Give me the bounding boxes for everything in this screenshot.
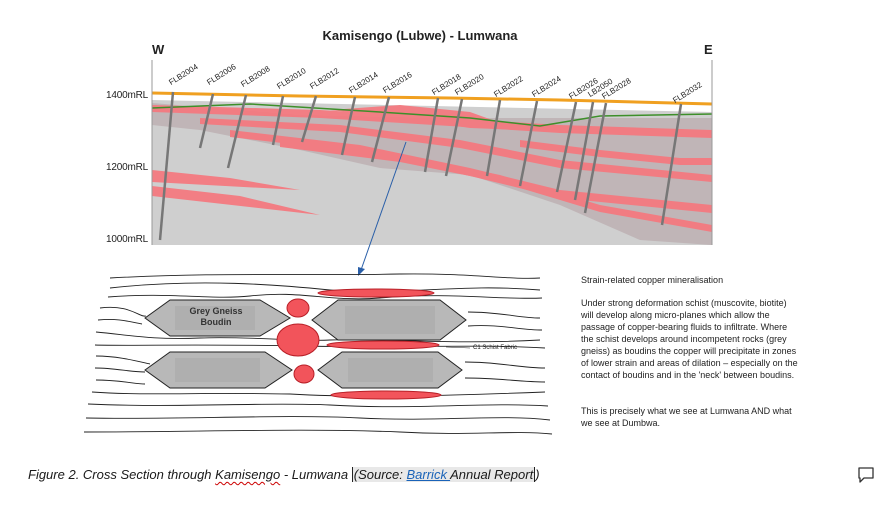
text-paragraph: Under strong deformation schist (muscovi… bbox=[581, 298, 798, 380]
water-table-line bbox=[151, 103, 713, 127]
pointer-arrow bbox=[360, 141, 407, 271]
boudin-label: Grey Gneiss Boudin bbox=[189, 306, 243, 327]
drillhole-traces bbox=[158, 91, 683, 241]
arrow-head bbox=[358, 267, 365, 276]
copper-lenses bbox=[276, 288, 442, 400]
ore-bands bbox=[152, 105, 712, 232]
fabric-label: C1 Schist Fabric bbox=[473, 345, 518, 351]
overburden-line bbox=[151, 91, 713, 106]
east-label: E bbox=[704, 42, 713, 57]
elevation-label: 1200mRL bbox=[106, 162, 148, 173]
figure-title: Kamisengo (Lubwe) - Lumwana bbox=[322, 28, 518, 43]
add-comment-button[interactable] bbox=[856, 465, 876, 485]
elevation-label: 1400mRL bbox=[106, 90, 148, 101]
text-heading: Strain-related copper mineralisation bbox=[581, 275, 724, 285]
spellcheck-flagged-word[interactable]: Kamisengo bbox=[215, 467, 281, 482]
schist-fabric bbox=[83, 273, 553, 435]
text-paragraph-conclusion: This is precisely what we see at Lumwana… bbox=[581, 406, 792, 428]
gneiss-boudins bbox=[144, 299, 467, 389]
west-label: W bbox=[152, 42, 165, 57]
selected-text: (Source: Barrick Annual Report bbox=[351, 467, 536, 482]
figure-caption[interactable]: Figure 2. Cross Section through Kamiseng… bbox=[28, 467, 540, 482]
source-link[interactable]: Barrick bbox=[406, 467, 451, 482]
comment-icon bbox=[858, 467, 874, 483]
boudin-texture bbox=[175, 306, 435, 382]
elevation-label: 1000mRL bbox=[106, 234, 148, 245]
